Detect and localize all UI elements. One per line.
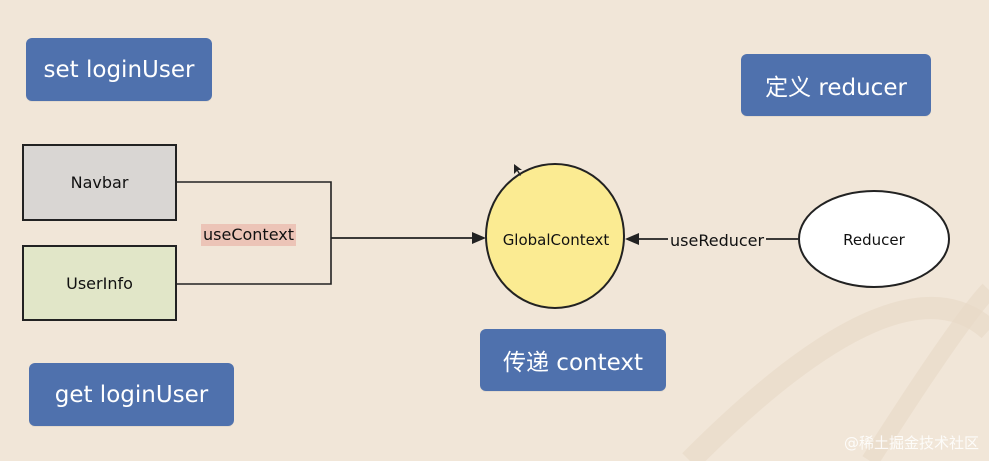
global-context-node <box>485 163 625 309</box>
navbar-connector <box>177 181 332 238</box>
userinfo-connector <box>177 238 332 285</box>
global-context-label: GlobalContext <box>502 231 610 249</box>
pass-context-label: 传递 context <box>480 329 666 391</box>
use-reducer-edge-label: useReducer <box>668 230 767 252</box>
use-context-arrowhead <box>472 232 486 244</box>
navbar-component: Navbar <box>22 144 177 221</box>
use-reducer-arrowhead <box>625 233 639 245</box>
get-login-user-label: get loginUser <box>29 363 234 426</box>
use-context-edge-label: useContext <box>201 224 296 246</box>
watermark: @稀土掘金技术社区 <box>843 434 979 452</box>
set-login-user-label: set loginUser <box>26 38 212 101</box>
reducer-node <box>798 190 950 288</box>
reducer-label: Reducer <box>843 231 905 249</box>
decorative-arc-2 <box>862 283 989 461</box>
userinfo-component: UserInfo <box>22 245 177 321</box>
mouse-cursor-icon <box>514 164 522 176</box>
define-reducer-label: 定义 reducer <box>741 54 931 116</box>
